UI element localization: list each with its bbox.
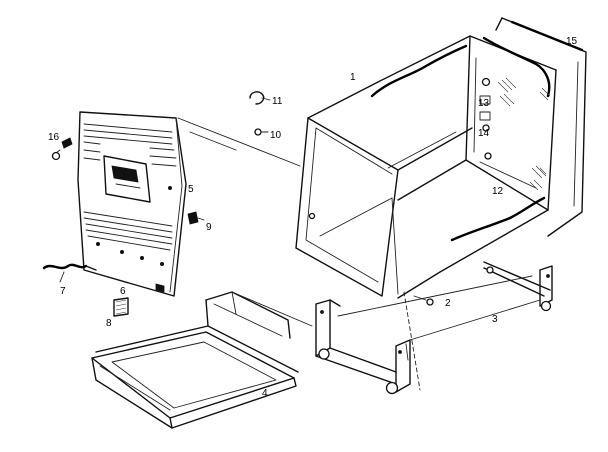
panel-guide-line-2 xyxy=(189,131,237,151)
label-12: 12 xyxy=(492,186,504,197)
part-labels: 1 2 3 4 5 6 7 8 9 10 11 12 13 14 15 16 xyxy=(48,36,578,399)
label-16: 16 xyxy=(48,132,60,143)
cabinet-box xyxy=(295,35,557,299)
label-5: 5 xyxy=(188,184,194,195)
knob-part-11 xyxy=(249,91,271,105)
label-10: 10 xyxy=(270,130,282,141)
screw-part-9 xyxy=(187,211,205,225)
control-panel xyxy=(77,111,187,297)
label-3: 3 xyxy=(492,314,498,325)
drip-tray xyxy=(91,291,313,429)
back-panel xyxy=(495,17,587,237)
label-7: 7 xyxy=(60,286,66,297)
hose-clip-part-7 xyxy=(42,263,97,283)
label-14: 14 xyxy=(478,128,490,139)
label-4: 4 xyxy=(262,388,268,399)
label-13: 13 xyxy=(478,98,490,109)
screw-part-2 xyxy=(413,295,434,306)
screw-part-16 xyxy=(51,137,73,161)
label-9: 9 xyxy=(206,222,212,233)
panel-guide-line xyxy=(177,117,301,167)
base-frame xyxy=(315,261,553,395)
label-2: 2 xyxy=(445,298,451,309)
label-15: 15 xyxy=(566,36,578,47)
label-1: 1 xyxy=(350,72,356,83)
label-6: 6 xyxy=(120,286,126,297)
clip-part-8 xyxy=(113,297,129,317)
label-8: 8 xyxy=(106,318,112,329)
label-11: 11 xyxy=(272,96,283,107)
screw-part-10 xyxy=(254,128,269,136)
